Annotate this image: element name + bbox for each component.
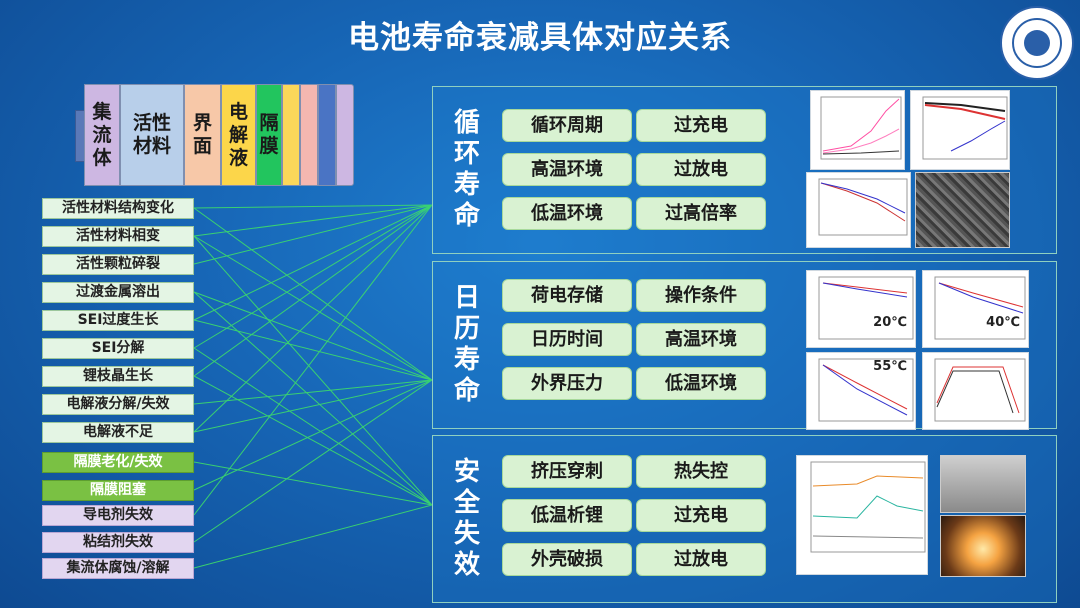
figure-storage-55c: 55℃ — [806, 352, 916, 430]
section-title-cycle-life: 循环寿命 — [442, 108, 492, 232]
mechanism-item: 活性材料结构变化 — [42, 198, 194, 219]
mechanism-item: 隔膜老化/失效 — [42, 452, 194, 473]
mechanism-item: 过渡金属溶出 — [42, 282, 194, 303]
mechanism-item: 活性材料相变 — [42, 226, 194, 247]
segment-label: 界面 — [192, 112, 212, 157]
logo-ring — [1012, 18, 1062, 68]
connection-line — [193, 291, 433, 506]
segment-label: 隔膜 — [259, 112, 279, 157]
section-title-text: 循环寿命 — [453, 108, 480, 231]
section-title-text: 日历寿命 — [453, 283, 480, 406]
figure-storage-20c: 20℃ — [806, 270, 916, 348]
connection-line — [193, 461, 433, 506]
segment-interface: 界面 — [184, 84, 221, 186]
academy-logo — [1000, 6, 1074, 80]
connection-line — [193, 291, 433, 381]
temp-label: 20℃ — [873, 315, 907, 330]
factor-button[interactable]: 日历时间 — [502, 323, 632, 356]
connection-line — [193, 204, 433, 349]
photo-thermal-runaway — [940, 515, 1026, 577]
factor-button[interactable]: 外壳破损 — [502, 543, 632, 576]
figure-cycle-capacity-chart — [810, 90, 905, 170]
connection-line — [193, 204, 433, 433]
connection-line — [193, 379, 433, 405]
factor-button[interactable]: 过高倍率 — [636, 197, 766, 230]
mechanism-item: 导电剂失效 — [42, 505, 194, 526]
section-title-text: 安全失效 — [453, 457, 480, 580]
connection-line — [193, 235, 433, 506]
connection-line — [193, 204, 433, 209]
segment-layer-8 — [318, 84, 336, 186]
mechanism-item: 粘结剂失效 — [42, 532, 194, 553]
segment-current-collector: 集流体 — [84, 84, 120, 186]
factor-button[interactable]: 外界压力 — [502, 367, 632, 400]
mechanism-item: 活性颗粒碎裂 — [42, 254, 194, 275]
section-title-safety: 安全失效 — [442, 457, 492, 581]
connection-line — [193, 319, 433, 381]
figure-storage-40c: 40℃ — [922, 270, 1029, 348]
segment-active-material: 活性材料 — [120, 84, 184, 186]
factor-button[interactable]: 过放电 — [636, 153, 766, 186]
atom-icon — [1024, 30, 1050, 56]
mechanism-item: SEI过度生长 — [42, 310, 194, 331]
page-title: 电池寿命衰减具体对应关系 — [348, 20, 732, 56]
factor-button[interactable]: 高温环境 — [502, 153, 632, 186]
mechanism-item: SEI分解 — [42, 338, 194, 359]
connection-line — [193, 204, 433, 377]
factor-button[interactable]: 循环周期 — [502, 109, 632, 142]
mechanism-item: 电解液不足 — [42, 422, 194, 443]
factor-button[interactable]: 过放电 — [636, 543, 766, 576]
factor-button[interactable]: 高温环境 — [636, 323, 766, 356]
factor-button[interactable]: 低温析锂 — [502, 499, 632, 532]
section-title-calendar-life: 日历寿命 — [442, 283, 492, 407]
factor-button[interactable]: 过充电 — [636, 109, 766, 142]
factor-button[interactable]: 操作条件 — [636, 279, 766, 312]
connection-line — [193, 379, 433, 433]
segment-label: 活性材料 — [132, 112, 171, 157]
connection-line — [193, 204, 433, 237]
segment-layer-9 — [336, 84, 354, 186]
connection-line — [193, 379, 433, 491]
figure-sem-image — [915, 172, 1010, 248]
battery-diagram: 集流体 活性材料 界面 电解液 隔膜 — [75, 84, 355, 188]
factor-button[interactable]: 过充电 — [636, 499, 766, 532]
mechanism-item: 锂枝晶生长 — [42, 366, 194, 387]
mechanism-item: 隔膜阻塞 — [42, 480, 194, 501]
connection-line — [193, 204, 433, 321]
factor-button[interactable]: 低温环境 — [502, 197, 632, 230]
figure-voltage-curve — [922, 352, 1029, 430]
connection-line — [193, 375, 433, 506]
segment-layer-6 — [282, 84, 300, 186]
temp-label: 40℃ — [986, 315, 1020, 330]
factor-button[interactable]: 低温环境 — [636, 367, 766, 400]
segment-electrolyte: 电解液 — [221, 84, 256, 186]
segment-layer-7 — [300, 84, 318, 186]
mechanism-item: 集流体腐蚀/溶解 — [42, 558, 194, 579]
photo-battery-test — [940, 455, 1026, 513]
factor-button[interactable]: 荷电存储 — [502, 279, 632, 312]
connection-line — [193, 235, 433, 381]
connection-line — [193, 504, 433, 569]
connection-line — [193, 204, 433, 265]
connection-line — [193, 347, 433, 506]
factor-button[interactable]: 热失控 — [636, 455, 766, 488]
connection-line — [193, 379, 433, 543]
segment-label: 电解液 — [228, 100, 248, 169]
mechanism-item: 电解液分解/失效 — [42, 394, 194, 415]
temp-label: 55℃ — [873, 359, 907, 374]
connection-line — [193, 204, 433, 516]
connection-line — [193, 207, 433, 381]
figure-normalized-capacity-chart — [806, 172, 911, 248]
figure-pressure-voltage-chart — [796, 455, 928, 575]
figure-cycle-number-chart — [910, 90, 1010, 170]
segment-separator: 隔膜 — [256, 84, 282, 186]
segment-label: 集流体 — [92, 100, 112, 169]
factor-button[interactable]: 挤压穿刺 — [502, 455, 632, 488]
